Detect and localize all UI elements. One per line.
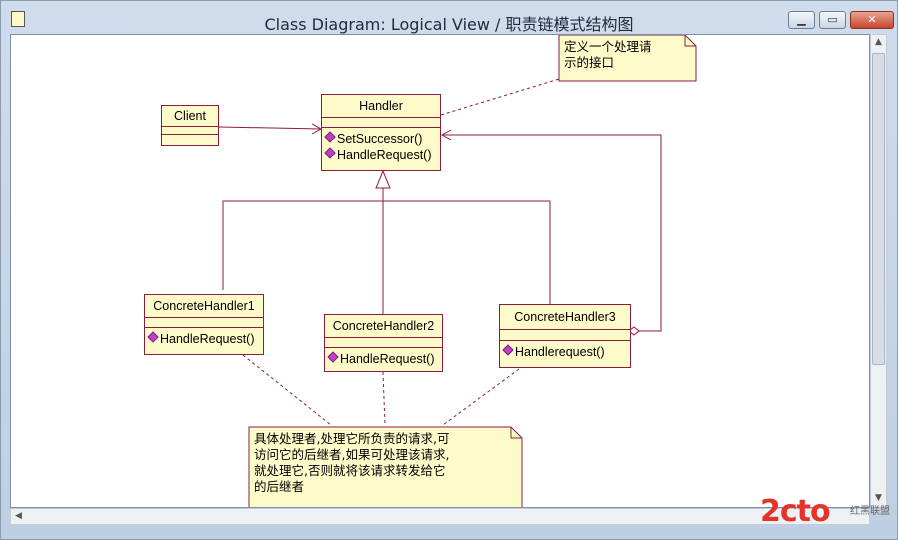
note-link-ch1	[242, 354, 332, 426]
note-line: 示的接口	[564, 55, 615, 70]
operation-icon	[147, 331, 159, 343]
note-interface[interactable]: 定义一个处理请 示的接口	[560, 36, 690, 80]
vertical-scrollbar[interactable]: ▲ ▼	[870, 34, 887, 508]
operation: SetSuccessor()	[322, 128, 440, 147]
generalization-triangle	[375, 169, 391, 189]
class-name: Client	[162, 106, 218, 127]
note-link-top	[440, 78, 560, 116]
operation: HandleRequest()	[325, 348, 442, 367]
aggregation-arrowhead	[440, 129, 452, 141]
note-bottom-fold	[510, 427, 522, 439]
attributes-compartment	[500, 330, 630, 341]
client-association	[218, 126, 322, 130]
note-line: 访问它的后继者,如果可处理该请求,	[254, 447, 450, 462]
generalization-ch1	[222, 200, 383, 290]
attributes-compartment	[162, 127, 218, 135]
attributes-compartment	[325, 338, 442, 348]
note-link-ch3	[442, 368, 520, 426]
vertical-scroll-thumb[interactable]	[872, 53, 885, 365]
operation-icon	[324, 147, 336, 159]
document-icon	[11, 11, 25, 27]
aggregation-diamond	[628, 326, 640, 336]
class-handler[interactable]: Handler SetSuccessor() HandleRequest()	[321, 94, 441, 171]
minimize-button[interactable]: ▁	[788, 11, 815, 29]
class-concrete-handler-2[interactable]: ConcreteHandler2 HandleRequest()	[324, 314, 443, 372]
generalization-ch3	[383, 200, 551, 305]
operation: HandleRequest()	[145, 328, 263, 347]
scroll-left-icon[interactable]: ◀	[15, 511, 22, 521]
connectors	[218, 35, 697, 507]
note-line: 的后继者	[254, 479, 305, 494]
diagram-canvas[interactable]: 定义一个处理请 示的接口 具体处理者,处理它所负责的请求,可 访问它的后继者,如…	[10, 34, 870, 508]
scroll-down-icon[interactable]: ▼	[875, 493, 882, 503]
scroll-up-icon[interactable]: ▲	[875, 37, 882, 47]
note-concrete[interactable]: 具体处理者,处理它所负责的请求,可 访问它的后继者,如果可处理该请求, 就处理它…	[250, 428, 512, 507]
note-link-ch2	[382, 371, 386, 426]
successor-aggregation	[442, 134, 662, 332]
class-name: ConcreteHandler2	[325, 315, 442, 338]
note-line: 定义一个处理请	[564, 39, 652, 54]
title-bar[interactable]: Class Diagram: Logical View / 职责链模式结构图 ▁…	[1, 1, 897, 35]
attributes-compartment	[145, 318, 263, 328]
class-client[interactable]: Client	[161, 105, 219, 146]
class-concrete-handler-1[interactable]: ConcreteHandler1 HandleRequest()	[144, 294, 264, 355]
note-line: 就处理它,否则就将该请求转发给它	[254, 463, 446, 478]
operation-icon	[502, 344, 514, 356]
operation-icon	[327, 351, 339, 363]
horizontal-scrollbar[interactable]: ◀	[10, 508, 870, 525]
attributes-compartment	[322, 118, 440, 128]
note-top-border	[558, 35, 697, 82]
operation-icon	[324, 131, 336, 143]
watermark-subtitle: 红黑联盟	[850, 506, 890, 517]
minimize-icon: ▁	[797, 13, 806, 26]
watermark-logo: 2cto	[760, 494, 831, 529]
class-concrete-handler-3[interactable]: ConcreteHandler3 Handlerequest()	[499, 304, 631, 368]
window-title: Class Diagram: Logical View / 职责链模式结构图	[264, 15, 634, 34]
note-top-fold	[684, 35, 696, 47]
close-button[interactable]: ✕	[850, 11, 894, 29]
maximize-button[interactable]: ▭	[819, 11, 846, 29]
close-icon: ✕	[867, 13, 877, 26]
class-name: Handler	[322, 95, 440, 118]
maximize-icon: ▭	[827, 13, 838, 26]
operation: HandleRequest()	[322, 147, 440, 163]
class-name: ConcreteHandler3	[500, 305, 630, 330]
operation: Handlerequest()	[500, 341, 630, 360]
class-name: ConcreteHandler1	[145, 295, 263, 318]
note-bottom-border	[248, 426, 523, 507]
note-line: 具体处理者,处理它所负责的请求,可	[254, 431, 450, 446]
